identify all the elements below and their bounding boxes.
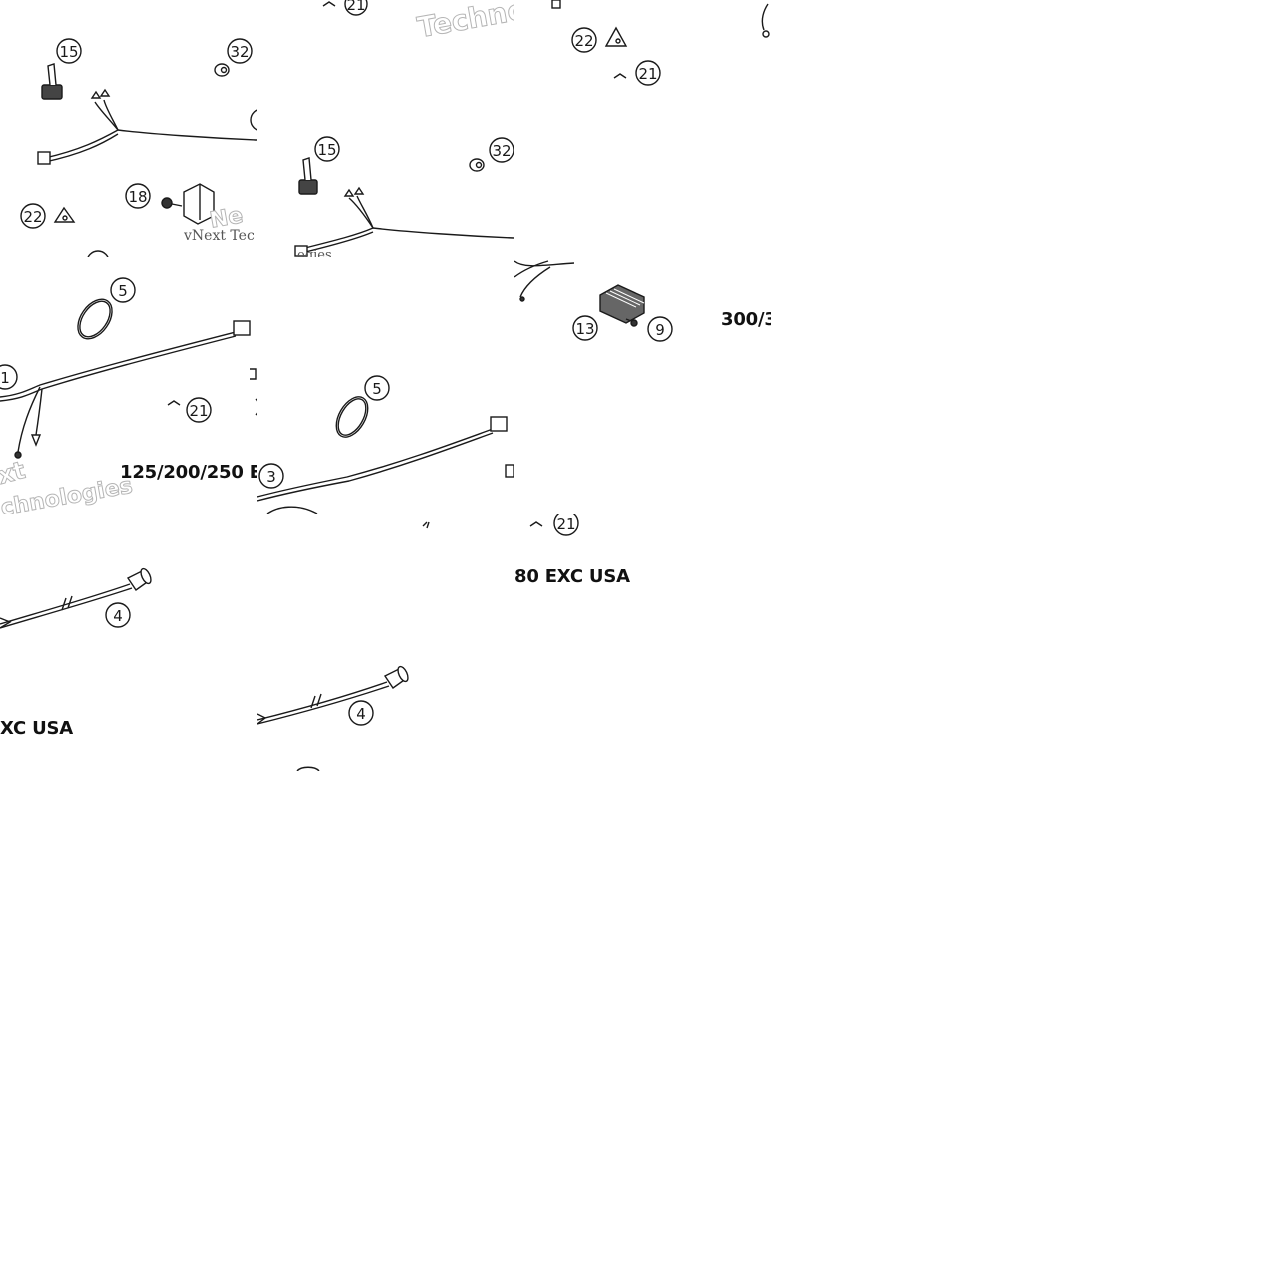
callout-9: 9: [655, 321, 665, 339]
diagram-tile-center: 5 3: [257, 257, 514, 514]
callout-21: 21: [556, 515, 575, 533]
wiring-harness-drawing: 21 15 32: [294, 0, 514, 257]
diagram-tile-top-middle: 21 15 32 Techno ogies: [257, 0, 514, 257]
callout-1: 1: [0, 369, 10, 387]
callout-21: 21: [638, 65, 657, 83]
diagram-tile-mid-left: 5 1 21 125/200/250 EX xt chnologies: [0, 257, 257, 514]
callout-21: 21: [189, 402, 208, 420]
callout-21: 21: [346, 0, 365, 14]
model-label: XC USA: [0, 718, 74, 739]
callout-5: 5: [372, 380, 382, 398]
callout-32: 32: [492, 142, 511, 160]
diagram-tile-mid-right: 13 9 300/3: [514, 257, 771, 514]
diagram-tile-top-right: 22 21: [514, 0, 771, 257]
callout-15: 15: [59, 43, 78, 61]
diagram-tile-top-left: 15 32 18 22 vNext Tec Ne: [0, 0, 257, 257]
regulator-drawing: 13 9: [514, 260, 673, 342]
parts-drawing: 21: [529, 514, 579, 536]
callout-13: 13: [575, 320, 594, 338]
callout-18: 18: [128, 188, 147, 206]
model-label: 80 EXC USA: [514, 566, 630, 587]
parts-drawing: 22 21: [551, 0, 770, 86]
diagram-tile-bottom-right: 21 80 EXC USA: [514, 514, 771, 771]
diagram-tile-bottom-left: 4 XC USA: [0, 514, 257, 771]
diagram-tile-bottom-middle: 4: [257, 514, 514, 771]
model-label: 300/3: [721, 309, 771, 330]
callout-15: 15: [317, 141, 336, 159]
callout-22: 22: [574, 32, 593, 50]
wiring-harness-drawing: 5 3: [257, 375, 514, 514]
callout-22: 22: [23, 208, 42, 226]
wiring-harness-drawing: 15 32 18 22: [20, 38, 257, 257]
callout-32: 32: [230, 43, 249, 61]
callout-4: 4: [356, 705, 366, 723]
cable-drawing: 4: [257, 521, 430, 771]
callout-5: 5: [118, 282, 128, 300]
model-label: 125/200/250 EX: [120, 462, 257, 483]
callout-4: 4: [113, 607, 123, 625]
wiring-harness-drawing: 5 1 21: [0, 277, 257, 459]
callout-3: 3: [266, 468, 276, 486]
cable-drawing: 4: [0, 567, 152, 629]
